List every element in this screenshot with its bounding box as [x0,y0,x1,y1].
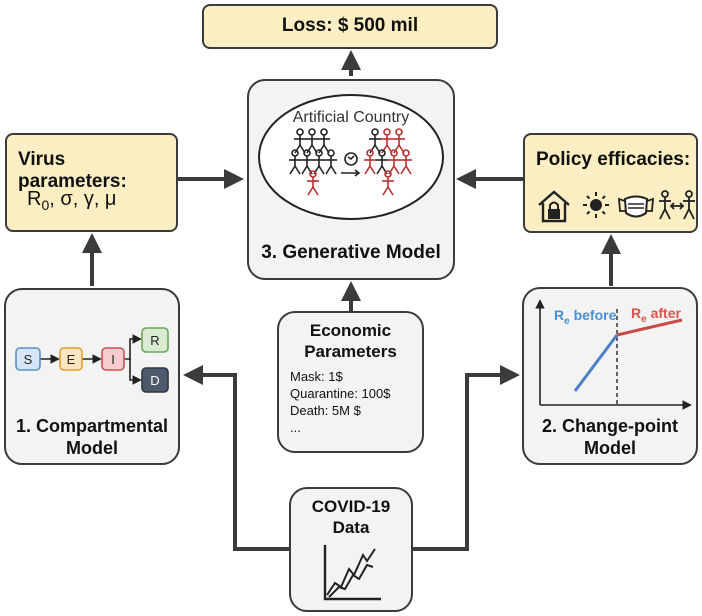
compartmental-title-line1: 1. Compartmental [15,416,169,436]
covid-data-box: COVID-19 Data [289,487,413,612]
artificial-country-label: Artificial Country [292,109,410,126]
state-s: S [24,352,33,367]
economic-items: Mask: 1$ Quarantine: 100$ Death: 5M $ ..… [290,368,390,436]
economic-item-more: ... [290,420,301,435]
re-before-label: Re before [554,307,617,327]
person-after-6 [400,149,412,175]
virus-parameters-title: Virus parameters: [18,149,127,192]
changepoint-title-line2: Model [584,438,636,458]
person-after-1 [381,128,393,154]
house-lock-icon [538,190,570,223]
economic-parameters-box: Economic Parameters Mask: 1$ Quarantine:… [277,311,424,453]
person-before-6 [325,149,337,175]
covid-title-line2: Data [332,518,370,537]
changepoint-model-box: Re before Re after 2. Change-point Model [522,287,698,465]
seird-flow-diagram: S E I R D [15,327,169,393]
economic-title-line1: Economic [309,321,392,340]
virus-parameters-symbols: R0, σ, γ, μ [27,188,116,213]
compartmental-model-box: S E I R D 1. Compartmental Model [4,288,180,465]
person-before-7 [307,170,319,196]
person-after-5 [388,149,400,175]
state-e: E [67,352,76,367]
re-after-label: Re after [631,305,681,325]
loss-label: Loss: $ 500 mil [281,15,419,36]
person-before-5 [313,149,325,175]
virus-parameters-box: Virus parameters: R0, σ, γ, μ [5,133,178,232]
state-i: I [111,352,115,367]
economic-title-line2: Parameters [304,342,397,361]
before-text: before [573,307,617,323]
r0-subscript: 0 [41,197,50,213]
generative-model-title: 3. Generative Model [261,242,441,263]
generative-model-box: Artificial Country 3. Generative Model [247,79,455,280]
artificial-country-illustration [258,94,444,220]
changepoint-plot [535,299,692,410]
person-before-0 [294,128,306,154]
policy-efficacies-title: Policy efficacies: [536,149,691,170]
person-after-7 [382,170,394,196]
changepoint-title-line1: 2. Change-point [542,416,678,436]
person-before-3 [289,149,301,175]
economic-item-mask: Mask: 1$ [290,369,343,384]
distancing-icon [659,190,695,220]
policy-efficacies-box: Policy efficacies: [523,133,698,233]
trend-chart-icon [323,545,381,601]
other-symbols: , σ, γ, μ [49,188,117,210]
compartmental-title-line2: Model [66,438,118,458]
economic-item-quarantine: Quarantine: 100$ [290,386,391,401]
state-r: R [150,333,159,348]
person-after-3 [364,149,376,175]
after-text: after [650,305,681,321]
loss-box: Loss: $ 500 mil [202,4,498,49]
r0-symbol: R [27,188,42,210]
economic-item-death: Death: 5M $ [290,403,361,418]
person-before-4 [301,149,313,175]
covid-title-line1: COVID-19 [311,497,391,516]
person-after-4 [376,149,388,175]
sun-icon [583,192,609,218]
transmission-icon [341,152,361,177]
state-d: D [150,373,159,388]
mask-icon [617,195,655,218]
